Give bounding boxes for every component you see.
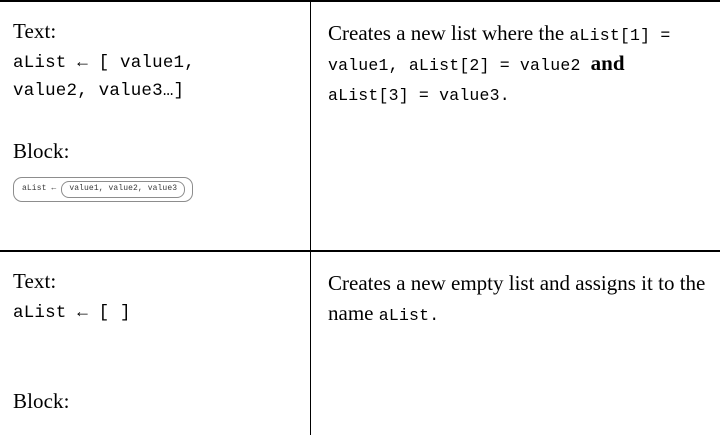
vertical-spacer — [13, 327, 300, 389]
table-row: Text: aList ← [ ] Block: Creates a new e… — [0, 250, 720, 435]
text-label: Text: — [13, 269, 57, 293]
description-code-1: aList. — [378, 305, 440, 325]
row-2-description-cell: Creates a new empty list and assigns it … — [311, 252, 720, 435]
row-1-description-cell: Creates a new list where the aList[1] = … — [311, 2, 720, 250]
pseudocode-snippet: aList ← [ ] — [13, 302, 131, 323]
vertical-spacer — [13, 105, 300, 139]
block-widget-slot[interactable]: value1, value2, value3 — [61, 180, 186, 198]
text-label: Text: — [13, 19, 57, 43]
description-code-3: aList[3] = value3. — [328, 85, 510, 105]
block-widget[interactable]: aList ← value1, value2, value3 — [13, 176, 194, 202]
block-label: Block: — [13, 139, 70, 164]
block-widget-head: aList ← — [22, 183, 57, 193]
description-lead: Creates a new list where the — [328, 21, 570, 45]
description-conjunction: and — [590, 50, 625, 75]
description-code-1: aList[1] — [569, 26, 651, 45]
vertical-spacer — [13, 169, 300, 177]
description-text: Creates a new empty list and assigns it … — [328, 269, 706, 329]
row-1-syntax-cell: Text: aList ← [ value1, value2, value3…]… — [0, 2, 310, 250]
block-label: Block: — [13, 388, 70, 413]
table-row: Text: aList ← [ value1, value2, value3…]… — [0, 2, 720, 250]
pseudocode-snippet: aList ← [ value1, value2, value3…] — [13, 52, 195, 101]
row-2-syntax-cell: Text: aList ← [ ] Block: — [0, 252, 310, 435]
column-divider — [310, 2, 311, 435]
description-lead: Creates a new empty list and assigns it … — [328, 271, 706, 325]
description-code-2: = value1, aList[2] = value2 — [328, 26, 671, 75]
description-text: Creates a new list where the aList[1] = … — [328, 19, 706, 108]
